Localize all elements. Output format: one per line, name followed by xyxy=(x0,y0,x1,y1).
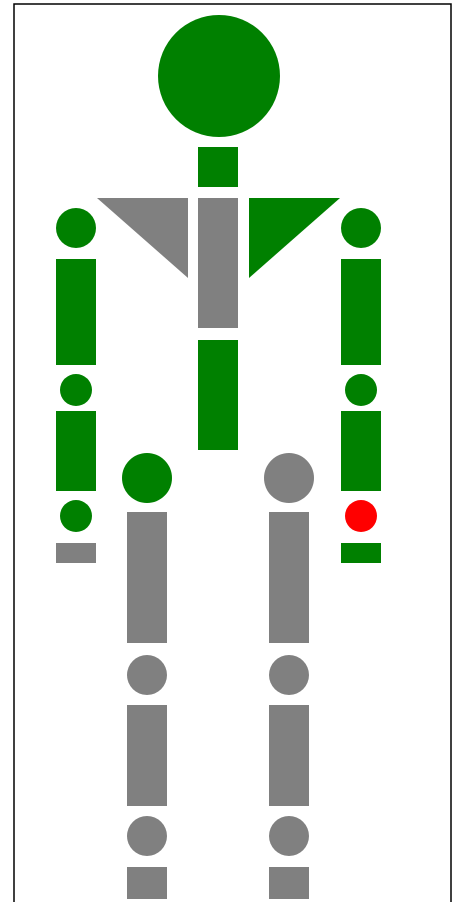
right-upper-arm[interactable] xyxy=(341,259,381,365)
left-upper-arm[interactable] xyxy=(56,259,96,365)
right-wrist-joint[interactable] xyxy=(345,500,377,532)
left-knee-joint[interactable] xyxy=(127,655,167,695)
left-hip-joint[interactable] xyxy=(122,453,172,503)
right-shoulder-joint[interactable] xyxy=(341,208,381,248)
left-thigh[interactable] xyxy=(127,512,167,643)
right-hand[interactable] xyxy=(341,543,381,563)
left-shoulder-joint[interactable] xyxy=(56,208,96,248)
right-thigh[interactable] xyxy=(269,512,309,643)
left-forearm[interactable] xyxy=(56,411,96,491)
left-ankle-joint[interactable] xyxy=(127,816,167,856)
lower-torso[interactable] xyxy=(198,340,238,450)
left-shin[interactable] xyxy=(127,705,167,806)
right-knee-joint[interactable] xyxy=(269,655,309,695)
left-foot[interactable] xyxy=(127,867,167,899)
left-hand[interactable] xyxy=(56,543,96,563)
right-hip-joint[interactable] xyxy=(264,453,314,503)
head[interactable] xyxy=(158,15,280,137)
left-shoulder[interactable] xyxy=(97,198,188,278)
right-foot[interactable] xyxy=(269,867,309,899)
right-forearm[interactable] xyxy=(341,411,381,491)
upper-torso[interactable] xyxy=(198,198,238,328)
left-elbow-joint[interactable] xyxy=(60,374,92,406)
right-elbow-joint[interactable] xyxy=(345,374,377,406)
right-ankle-joint[interactable] xyxy=(269,816,309,856)
left-wrist-joint[interactable] xyxy=(60,500,92,532)
neck[interactable] xyxy=(198,147,238,187)
right-shin[interactable] xyxy=(269,705,309,806)
right-shoulder[interactable] xyxy=(249,198,340,278)
